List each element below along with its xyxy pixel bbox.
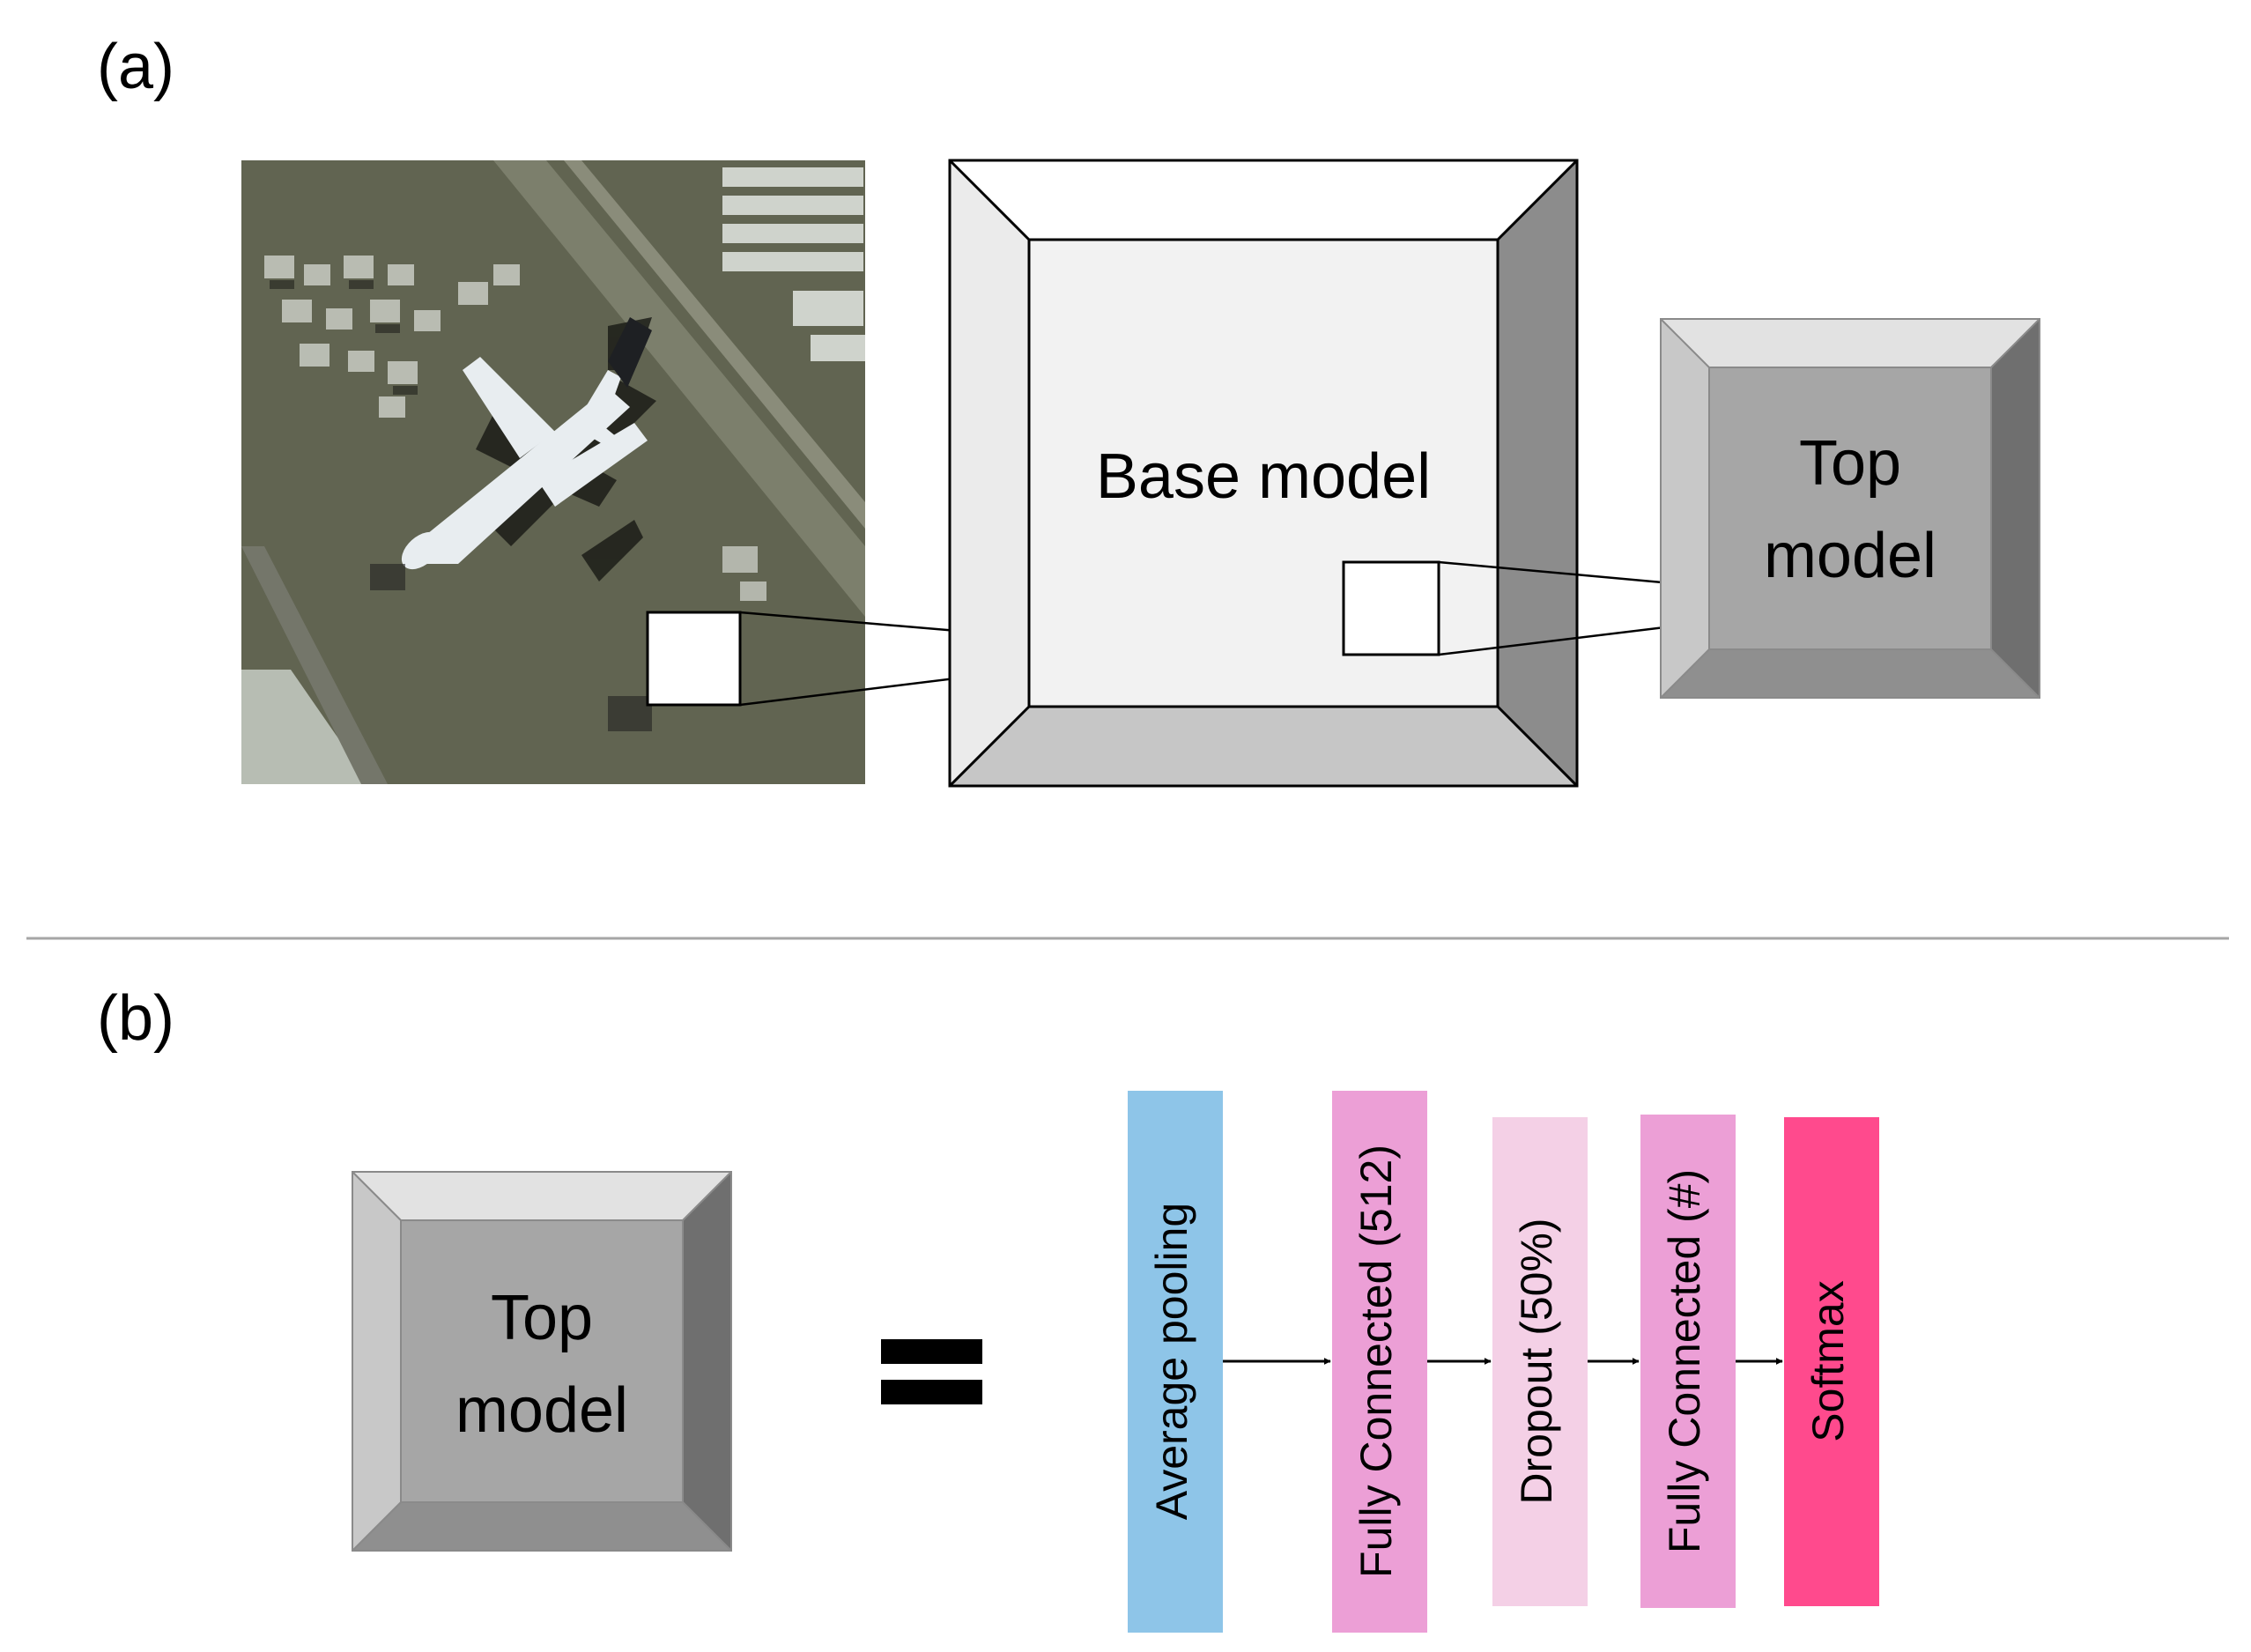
layer-dropout-label: Dropout (50%) [1512,1218,1561,1504]
image-patch [646,611,742,707]
top-model-a-line1: Top [1799,428,1901,499]
layer-fully-connected-hash-label: Fully Connected (#) [1660,1169,1709,1553]
layer-average-pooling-label: Average pooling [1147,1203,1196,1520]
equals-icon [881,1339,982,1404]
base-model-block: Base model [948,159,1579,788]
panel-label-a: (a) [97,32,174,102]
layer-fully-connected-hash [1640,1115,1736,1608]
layer-softmax-label: Softmax [1803,1280,1853,1441]
top-model-b-line1: Top [491,1283,593,1353]
layer-fully-connected-512-label: Fully Connected (512) [1351,1145,1401,1578]
layer-fully-connected-512 [1332,1091,1427,1633]
aerial-airplane-image [241,160,865,784]
base-model-patch [1342,560,1440,656]
layer-dropout [1492,1117,1588,1606]
base-model-label: Base model [1096,441,1431,512]
panel-label-b: (b) [97,983,174,1054]
layer-softmax [1784,1117,1879,1606]
top-model-block-b: Top model [352,1171,732,1552]
top-model-block-a: Top model [1660,318,2040,699]
top-model-pipeline: Average pooling Fully Connected (512) Dr… [1128,1091,1879,1633]
top-model-a-line2: model [1764,521,1936,591]
top-model-b-line2: model [455,1375,628,1446]
layer-average-pooling [1128,1091,1223,1633]
